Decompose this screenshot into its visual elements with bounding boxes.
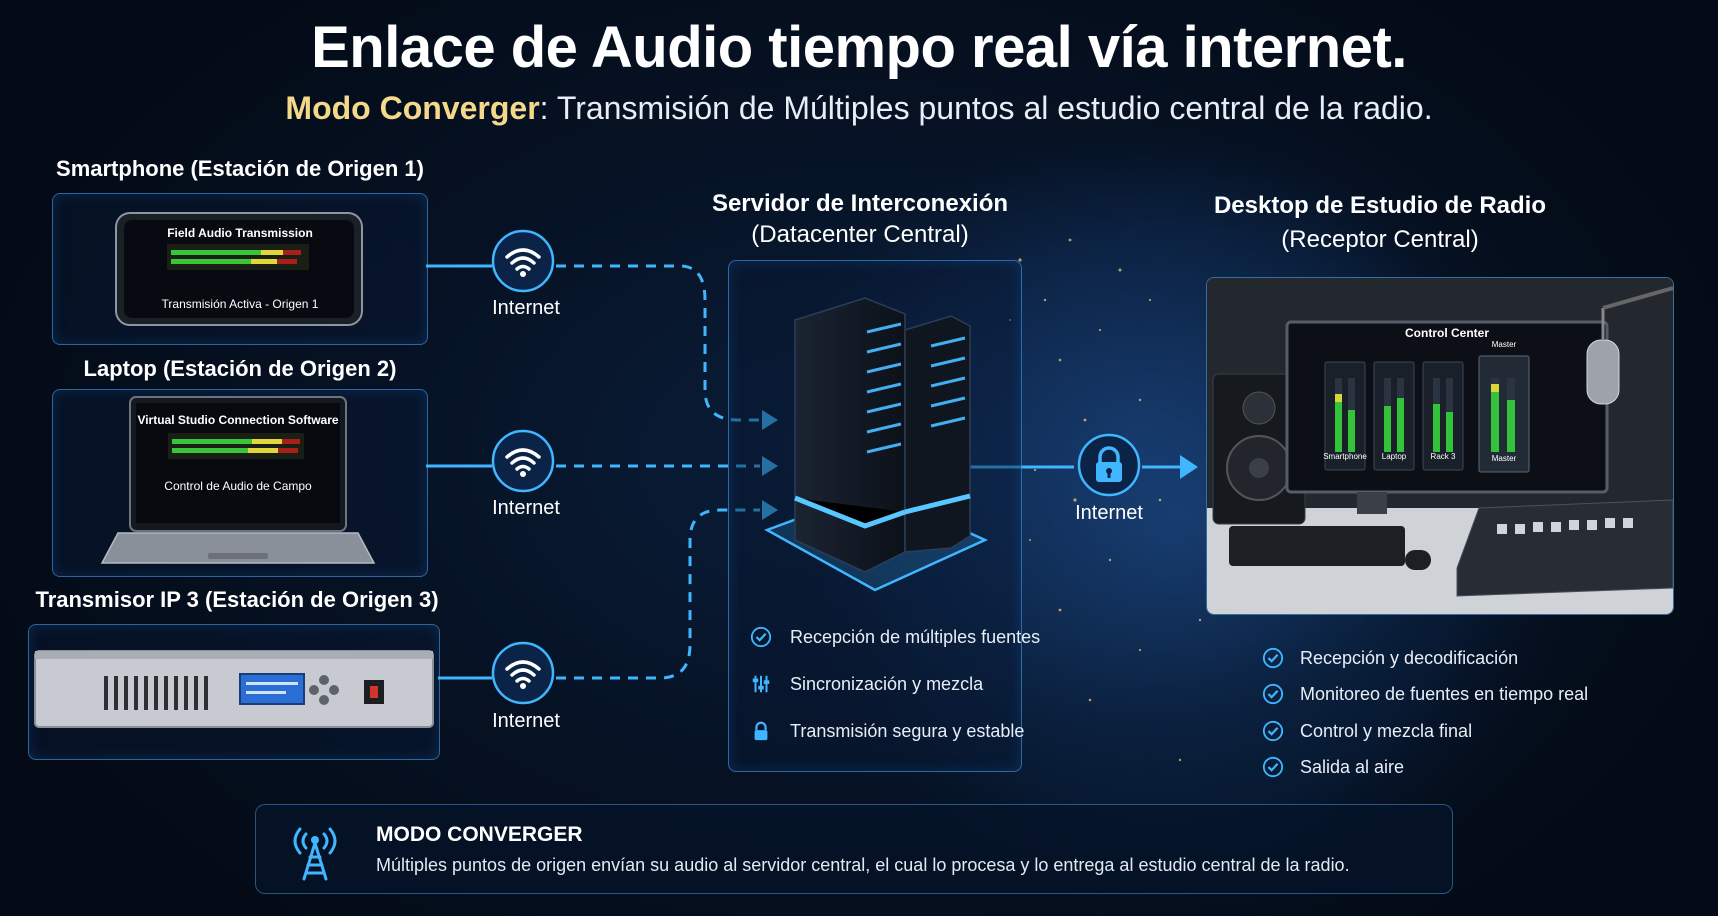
check-icon: [750, 626, 772, 648]
laptop-screen-title: Virtual Studio Connection Software: [137, 413, 339, 427]
internet-label-server: Internet: [1075, 502, 1143, 524]
studio-desktop-photo: Control Center Master Smartphone Laptop …: [1206, 277, 1674, 615]
arrow-1: [762, 410, 778, 430]
studio-feature-3: Control y mezcla final: [1300, 721, 1473, 741]
link-dashed-3: [556, 508, 760, 680]
internet-label-1: Internet: [492, 297, 560, 319]
wifi-icon: [491, 429, 555, 493]
server-subtitle: (Datacenter Central): [751, 221, 969, 248]
laptop-device: [100, 396, 376, 564]
server-feature-1: Recepción de múltiples fuentes: [790, 627, 1041, 647]
smartphone-screen-title: Field Audio Transmission: [167, 226, 313, 240]
control-center-title: Control Center: [1405, 326, 1489, 340]
check-icon: [1262, 647, 1284, 669]
studio-title: Desktop de Estudio de Radio: [1213, 192, 1547, 219]
internet-label-2: Internet: [492, 497, 560, 519]
check-icon: [1262, 720, 1284, 742]
check-icon: [1262, 756, 1284, 778]
lock-icon: [1077, 433, 1141, 497]
internet-label-3: Internet: [492, 710, 560, 732]
server-title: Servidor de Interconexión: [711, 190, 1009, 217]
page-subtitle: Modo Converger: Transmisión de Múltiples…: [0, 90, 1718, 127]
laptop-screen-status: Control de Audio de Campo: [164, 479, 312, 493]
source-3-label: Transmisor IP 3 (Estación de Origen 3): [35, 587, 439, 612]
channel-label-1: Smartphone: [1323, 452, 1367, 461]
sliders-icon: [752, 675, 770, 693]
page-title: Enlace de Audio tiempo real vía internet…: [311, 15, 1407, 80]
server-feature-2: Sincronización y mezcla: [790, 674, 984, 694]
server-rack-illustration: [764, 297, 989, 592]
studio-scene: [1207, 278, 1673, 614]
mode-info-box: MODO CONVERGER Múltiples puntos de orige…: [255, 804, 1453, 894]
ip-transmitter-device: [34, 650, 434, 728]
studio-subtitle: (Receptor Central): [1281, 226, 1479, 253]
channel-label-2: Laptop: [1381, 452, 1407, 461]
studio-feature-4: Salida al aire: [1300, 757, 1405, 777]
smartphone-screen-status: Transmisión Activa - Origen 1: [161, 297, 319, 311]
arrow-2: [762, 456, 778, 476]
link-dashed-1: [556, 264, 760, 422]
mode-title: MODO CONVERGER: [376, 823, 583, 846]
studio-feature-2: Monitoreo de fuentes en tiempo real: [1300, 684, 1589, 704]
studio-feature-1: Recepción y decodificación: [1300, 648, 1519, 668]
channel-label-3: Rack 3: [1430, 452, 1456, 461]
channel-label-master: Master: [1491, 454, 1517, 463]
server-feature-3: Transmisión segura y estable: [790, 721, 1025, 741]
wifi-icon: [491, 229, 555, 293]
lock-icon: [754, 721, 768, 741]
broadcast-tower-icon: [293, 827, 337, 881]
check-icon: [1262, 683, 1284, 705]
subtitle-text: : Transmisión de Múltiples puntos al est…: [539, 90, 1433, 126]
mode-highlight: Modo Converger: [285, 90, 540, 126]
arrow-studio: [1180, 455, 1198, 479]
source-2-label: Laptop (Estación de Origen 2): [83, 356, 397, 381]
mode-description: Múltiples puntos de origen envían su aud…: [376, 855, 1350, 875]
wifi-icon: [491, 641, 555, 705]
master-top-label: Master: [1491, 340, 1517, 349]
source-1-label: Smartphone (Estación de Origen 1): [56, 156, 424, 181]
arrow-3: [762, 500, 778, 520]
smartphone-device: [115, 212, 363, 326]
